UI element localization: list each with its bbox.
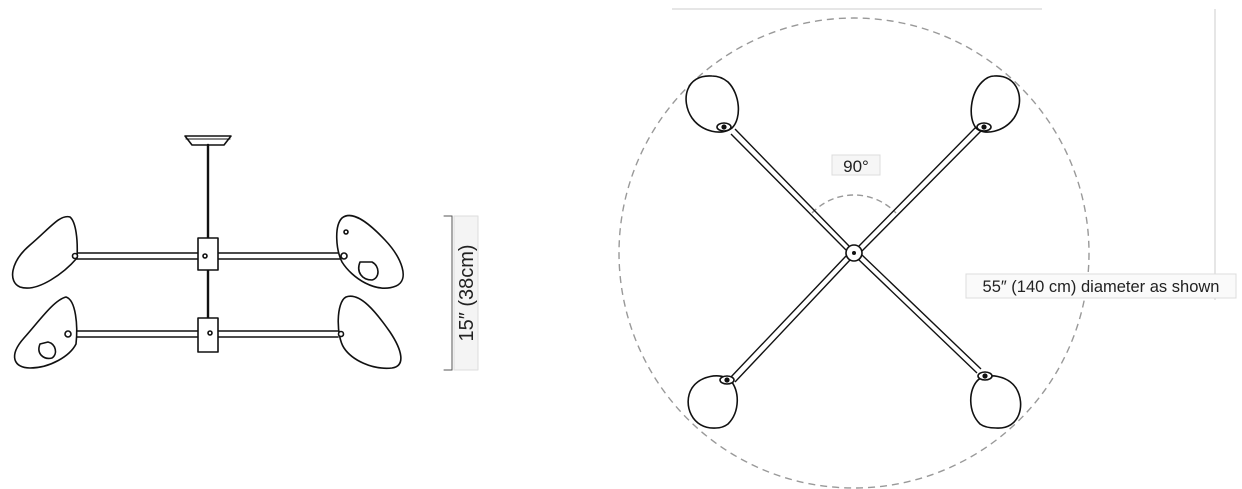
plan-arms (729, 125, 982, 383)
plan-shade-bottom-right (969, 371, 1022, 429)
shade-lower-right (337, 295, 402, 370)
diameter-label: 55″ (140 cm) diameter as shown (983, 278, 1220, 296)
height-dimension (443, 215, 479, 371)
plan-shade-bottom-left (687, 375, 739, 429)
shade-upper-left (11, 215, 79, 289)
diameter-label-box (965, 273, 1237, 299)
angle-label-box (831, 154, 881, 176)
plan-shade-top-right (970, 75, 1021, 133)
lower-arm (69, 317, 339, 353)
angle-label: 90° (843, 157, 869, 176)
shade-lower-left (13, 296, 78, 369)
upper-arm (73, 237, 341, 271)
height-label: 15″ (38cm) (456, 244, 478, 341)
shade-upper-right (335, 214, 404, 289)
ceiling-canopy (184, 135, 232, 146)
diameter-circle (618, 17, 1090, 489)
plan-view (618, 8, 1237, 489)
elevation-view (11, 135, 479, 371)
plan-shade-top-left (685, 75, 740, 133)
angle-arc (811, 194, 897, 214)
